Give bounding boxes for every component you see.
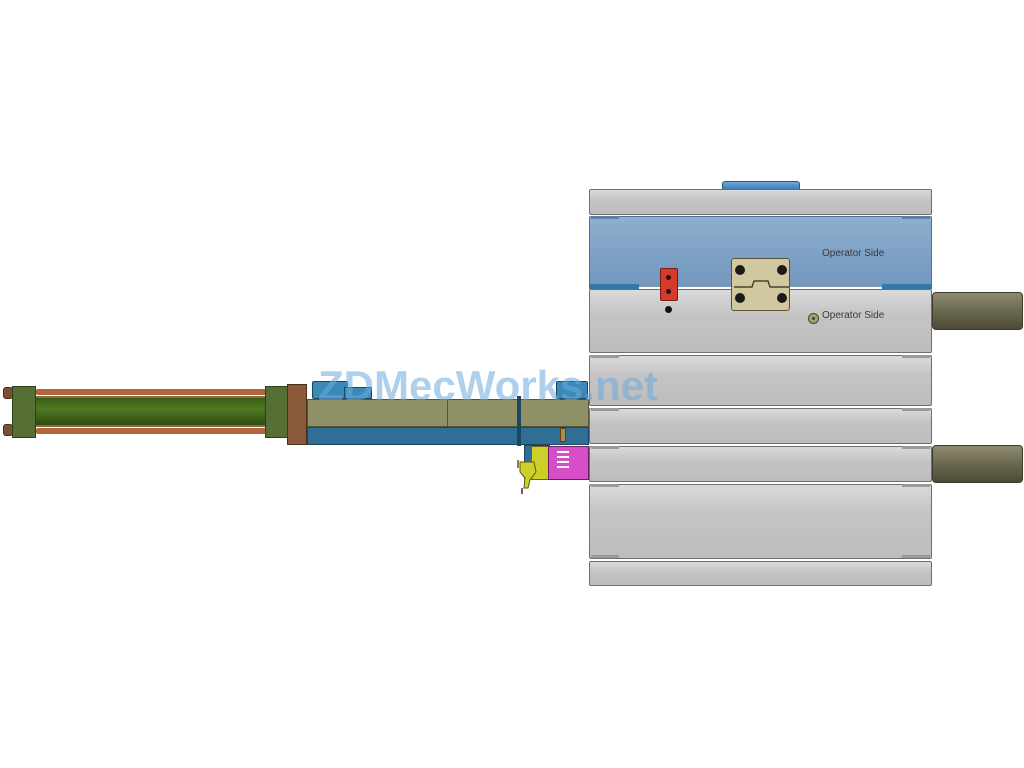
connector-pin	[666, 289, 671, 294]
ejector-housing-plate	[589, 484, 932, 559]
plate-notch	[902, 555, 930, 558]
ejector-plate	[589, 446, 932, 482]
plate-notch	[591, 446, 619, 449]
front-end-cap	[265, 386, 289, 438]
support-plate	[589, 355, 932, 406]
operator-side-label: Operator Side	[822, 248, 885, 259]
plate-notch	[591, 484, 619, 487]
slide-rail	[307, 399, 589, 427]
plate-notch	[902, 408, 930, 411]
cooling-pipe	[932, 445, 1023, 483]
water-fitting-icon	[808, 313, 819, 324]
plate-notch	[902, 446, 930, 449]
top-clamp-plate	[589, 189, 932, 215]
tie-rod	[36, 428, 266, 434]
center-clamp	[731, 258, 790, 311]
plate-notch	[902, 484, 930, 487]
guide-block	[556, 381, 588, 399]
connector-block	[660, 268, 678, 301]
plate-notch	[591, 355, 619, 358]
clamp-bolt	[735, 293, 745, 303]
screw-hole	[665, 306, 672, 313]
cooling-pipe	[932, 292, 1023, 330]
plate-notch	[902, 216, 930, 219]
cylinder-flange	[287, 384, 307, 445]
clamp-outline	[734, 280, 789, 288]
plate-notch	[591, 408, 619, 411]
slide-base	[307, 427, 589, 445]
spacer-plate	[589, 408, 932, 444]
bottom-clamp-plate	[589, 561, 932, 586]
plate-notch	[591, 555, 619, 558]
operator-side-label: Operator Side	[822, 310, 885, 321]
magenta-block	[548, 446, 589, 480]
slide-post	[517, 396, 521, 446]
rail-joint	[447, 400, 448, 426]
parting-line-strip	[882, 284, 932, 289]
plate-notch	[591, 216, 619, 219]
slide-post	[560, 428, 566, 442]
clamp-bolt	[777, 265, 787, 275]
clamp-bolt	[735, 265, 745, 275]
guide-block	[344, 387, 372, 399]
cylinder-barrel	[36, 396, 266, 427]
tie-rod	[36, 389, 266, 395]
rear-end-cap	[12, 386, 36, 438]
connector-pin	[666, 275, 671, 280]
plate-notch	[902, 355, 930, 358]
latch-hook-icon	[517, 460, 537, 494]
parting-line-strip	[589, 284, 639, 289]
watermark: ZDMecWorks.net	[318, 362, 658, 409]
clamp-bolt	[777, 293, 787, 303]
